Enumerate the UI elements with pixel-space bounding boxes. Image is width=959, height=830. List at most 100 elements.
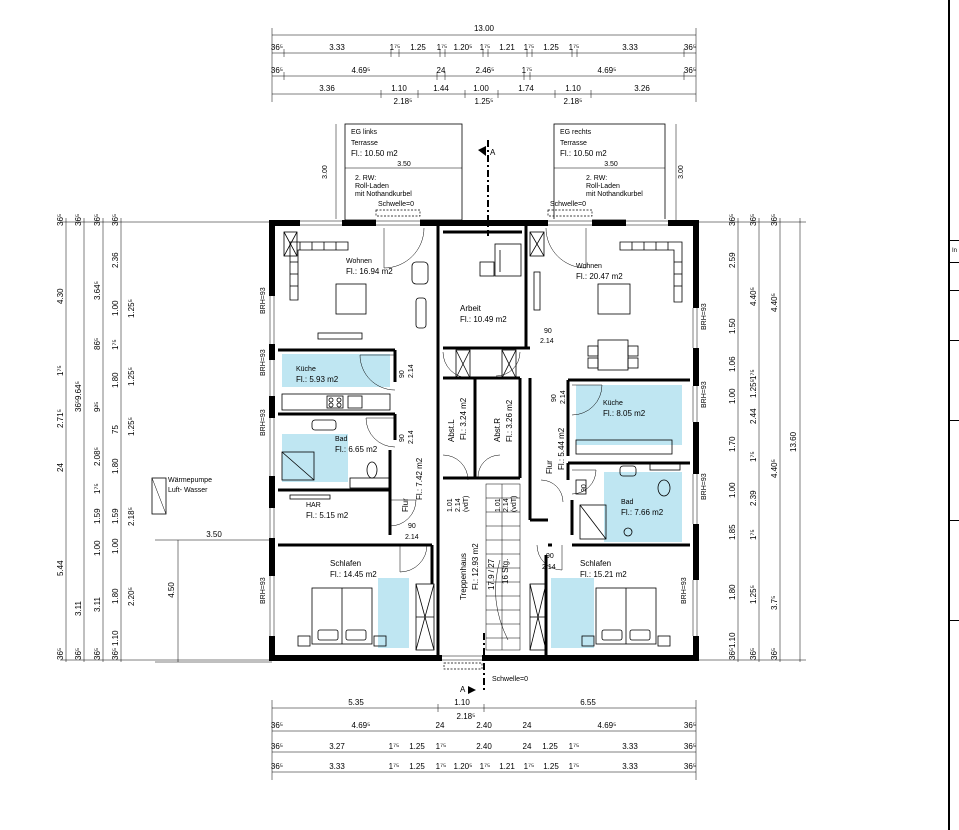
windows <box>268 219 700 670</box>
dim-top-r1-1: 36⁵ <box>271 43 283 52</box>
terrace-left: 3.00 EG links Terrasse Fl.: 10.50 m2 3.5… <box>322 123 463 221</box>
furniture-kueche-right <box>575 439 681 477</box>
left-dims-col3-9: 1.80 <box>111 588 120 604</box>
bottom-dims-row4-1: 3.33 <box>329 762 345 771</box>
section-a-bottom: A <box>460 685 466 694</box>
section-a-top: A <box>490 148 496 157</box>
furniture-wohnen-right <box>533 241 683 371</box>
right-dims-col3-0: 4.40⁵ <box>770 459 779 478</box>
right-dims-col3-2: 3.7⁵ <box>770 596 779 610</box>
left-dims-col2-6: 3.11 <box>93 596 102 612</box>
door-vdt-b: (vdT) <box>511 496 518 512</box>
furniture-kueche-left <box>281 393 391 411</box>
top-dimension-chains: 13.00 36⁵ 3.33 1⁷⁵ 1.25 1⁷⁵ 1.20⁵ 1⁷⁵ 1.… <box>271 24 697 106</box>
labels-brh: BRH=93 <box>701 473 708 500</box>
left-dims-col2-6: 3.11 <box>74 600 83 616</box>
left-dims-col3-8: 1.00 <box>93 540 102 556</box>
left-dims-col4-0: 1.25⁵ <box>127 299 136 318</box>
right-dims-col2-6: 2.39 <box>749 490 758 506</box>
right-dims-col2-3: 1⁷⁵ <box>749 369 758 380</box>
furniture-schlafen-left <box>297 587 387 647</box>
bottom-dims-row3-3: 1.25 <box>409 742 425 751</box>
heatpump-label-2: Luft- Wasser <box>168 487 208 494</box>
room-treppenhaus-name: Treppenhaus <box>459 553 468 600</box>
bottom-dims-row4-6: 1⁷⁵ <box>480 762 491 771</box>
door-101-b: 1.01 <box>495 498 502 512</box>
dim-top-r1-13: 36⁵ <box>684 43 696 52</box>
bottom-dims-row1-sub: 2.18⁵ <box>457 712 476 721</box>
dim-top-r2-3: 24 <box>437 66 446 75</box>
terrace-left-depth: 3.00 <box>322 165 329 179</box>
right-dims-col2-4: 2.44 <box>749 408 758 424</box>
terrace-left-width: 3.50 <box>397 161 411 168</box>
left-dims-col1-1: 4.30 <box>56 288 65 304</box>
right-dims-col1-1: 2.59 <box>728 252 737 268</box>
room-flur-left-name: Flur <box>401 498 410 512</box>
title-block-mark: In <box>952 248 958 254</box>
bottom-dims-row3-1: 3.27 <box>329 742 345 751</box>
left-outer-dim: 9.64⁵ <box>74 381 83 400</box>
right-dims-col2-2: 1.25⁵ <box>749 379 758 398</box>
door-90-g: 90 <box>546 553 554 560</box>
furniture-bad-left <box>281 419 391 489</box>
terrace-right-note1: 2. RW: <box>586 175 607 182</box>
heatpump-dim: 3.50 <box>206 530 222 539</box>
bottom-dims-row4-12: 36⁵ <box>684 762 696 771</box>
room-wohnen-left-area: Fl.: 16.94 m2 <box>346 267 393 276</box>
left-dims-col4-4: 2.20⁵ <box>127 587 136 606</box>
right-dims-col1-7: 1.85 <box>728 524 737 540</box>
furniture-bad-right <box>575 479 671 540</box>
terrace-right-width: 3.50 <box>604 161 618 168</box>
labels-brh: BRH=93 <box>260 287 267 314</box>
right-dims-col1-9: 1.10 <box>728 632 737 648</box>
room-flur-left-area: Fl.: 7.42 m2 <box>415 457 424 500</box>
bottom-dims-row3-2: 1⁷⁵ <box>389 742 400 751</box>
right-dims-col1-2: 1.50 <box>728 318 737 334</box>
room-schlafen-left-name: Schlafen <box>330 559 361 568</box>
dim-top-r3-1: 3.36 <box>319 84 335 93</box>
left-dims-col3-11: 36⁵ <box>93 648 102 660</box>
dim-top-r1-5: 1⁷⁵ <box>437 43 448 52</box>
labels-brh: BRH=93 <box>260 577 267 604</box>
dim-top-r1-2: 3.33 <box>329 43 345 52</box>
terrace-right-note3: mit Nothandkurbel <box>586 191 643 198</box>
bottom-dims-row3-9: 3.33 <box>622 742 638 751</box>
bottom-dims-row3-10: 36⁵ <box>684 742 696 751</box>
door-90-d: 90 <box>408 523 416 530</box>
terrace-right-area: Fl.: 10.50 m2 <box>560 149 607 158</box>
bottom-dims-row4-2: 1⁷⁵ <box>389 762 400 771</box>
right-dims-col2-0: 36⁵ <box>749 214 758 226</box>
door-214-e: 2.14 <box>560 390 567 404</box>
heatpump-dim-v: 4.50 <box>167 582 176 598</box>
right-outer-dim: 13.60 <box>789 431 798 452</box>
dim-top-r1-3: 1⁷⁵ <box>390 43 401 52</box>
left-dims-col2-2: 86⁵ <box>93 338 102 350</box>
left-dims-col3-7: 1.59 <box>93 508 102 524</box>
bottom-dims-row4-4: 1⁷⁵ <box>436 762 447 771</box>
dim-top-r3-2: 1.10 <box>391 84 407 93</box>
left-dims-col3-1: 2.36 <box>111 252 120 268</box>
terrace-left-note2: Roll-Laden <box>355 183 389 190</box>
door-90-a: 90 <box>544 328 552 335</box>
left-dims-col3-3: 1⁷⁵ <box>111 339 120 350</box>
door-214-d: 2.14 <box>405 534 419 541</box>
left-dims-col1-4: 24 <box>56 463 65 472</box>
bottom-dims-row4-3: 1.25 <box>409 762 425 771</box>
left-dims-col2-4: 2.08⁵ <box>93 447 102 466</box>
bottom-dims-row4-0: 36⁵ <box>271 762 283 771</box>
left-dims-col1-0: 36⁵ <box>56 214 65 226</box>
right-dims-col1-3: 1.06 <box>728 356 737 372</box>
left-dims-col3-0: 36⁵ <box>111 214 120 226</box>
labels-brh: BRH=93 <box>260 349 267 376</box>
right-dims-col2-7: 1⁷⁵ <box>749 529 758 540</box>
room-wohnen-left-name: Wohnen <box>346 258 372 265</box>
room-bad-left-name: Bad <box>335 436 348 443</box>
bottom-dims-row3-5: 2.40 <box>476 742 492 751</box>
right-dims-col3-0: 4.40⁵ <box>770 293 779 312</box>
left-dims-col2-0: 36⁵ <box>74 214 83 226</box>
heatpump-label-1: Wärmepumpe <box>168 477 212 484</box>
labels-brh: BRH=93 <box>681 577 688 604</box>
dim-top-r2-7: 36⁵ <box>684 66 696 75</box>
dim-top-r3-5: 1.74 <box>518 84 534 93</box>
terrace-left-area: Fl.: 10.50 m2 <box>351 149 398 158</box>
